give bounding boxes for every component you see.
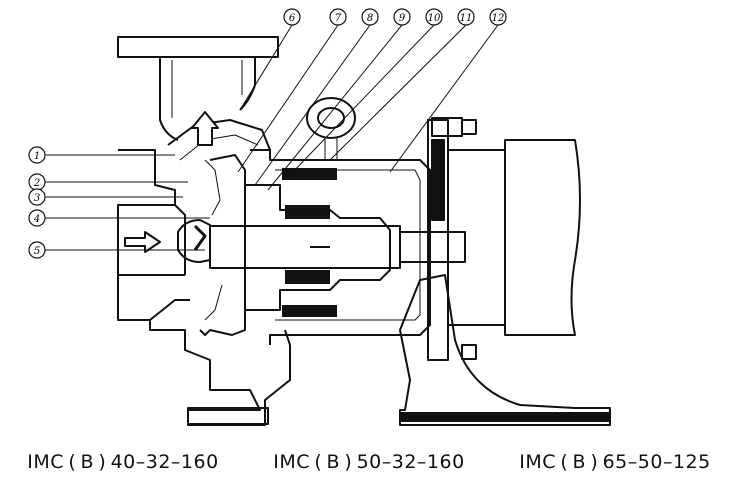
callout-5: 5 (28, 241, 46, 259)
shaft (209, 225, 466, 269)
callout-10: 10 (425, 8, 443, 26)
model-caption-3: IMC ( B ) 65–50–125 (519, 451, 711, 473)
motor (447, 139, 581, 336)
mounting-bolts (431, 117, 477, 360)
callout-3: 3 (28, 188, 46, 206)
callout-2: 2 (28, 173, 46, 191)
svg-text:7: 7 (335, 13, 342, 24)
svg-text:1: 1 (34, 151, 40, 162)
svg-text:9: 9 (399, 13, 406, 24)
callout-labels: 1 2 3 4 5 6 7 8 (28, 8, 507, 259)
svg-text:3: 3 (34, 193, 40, 204)
callout-12: 12 (489, 8, 507, 26)
model-captions: IMC ( B ) 40–32–160 IMC ( B ) 50–32–160 … (0, 448, 738, 476)
svg-text:12: 12 (492, 13, 505, 24)
callout-7: 7 (329, 8, 347, 26)
callout-6: 6 (283, 8, 301, 26)
discharge-flow-arrow (191, 111, 219, 146)
leader-lines (45, 24, 499, 251)
svg-text:10: 10 (428, 13, 441, 24)
model-caption-2: IMC ( B ) 50–32–160 (273, 451, 465, 473)
callout-8: 8 (361, 8, 379, 26)
callout-11: 11 (457, 8, 475, 26)
outer-magnets (282, 168, 337, 317)
svg-text:8: 8 (367, 13, 373, 24)
svg-text:2: 2 (33, 178, 40, 189)
casing-foot (187, 407, 269, 425)
svg-text:5: 5 (34, 246, 40, 257)
suction-flow-arrow (124, 231, 161, 253)
callout-1: 1 (28, 146, 46, 164)
svg-text:6: 6 (289, 13, 296, 24)
pump-cross-section-diagram: 1 2 3 4 5 6 7 8 (28, 8, 611, 426)
svg-text:11: 11 (460, 13, 473, 24)
inner-magnets (285, 205, 330, 284)
callout-9: 9 (393, 8, 411, 26)
bearing-bracket (250, 119, 449, 361)
svg-text:4: 4 (33, 214, 40, 225)
callout-4: 4 (28, 209, 46, 227)
pump-casing (117, 119, 291, 426)
support-foot (399, 274, 611, 426)
lifting-eye (306, 97, 356, 161)
model-caption-1: IMC ( B ) 40–32–160 (27, 451, 219, 473)
